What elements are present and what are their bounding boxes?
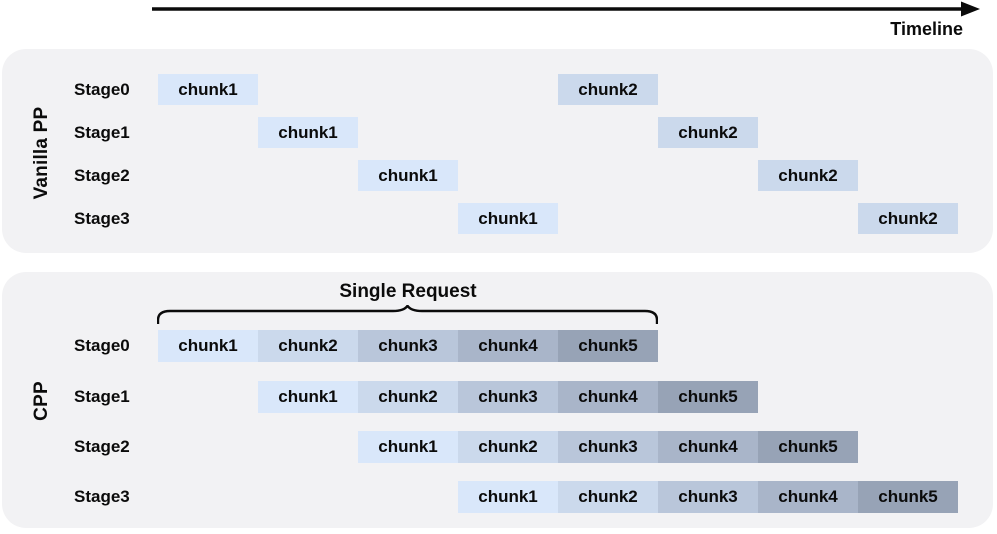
cpp-stage0-chunk: chunk2 bbox=[258, 330, 358, 362]
vanilla-pp-stage0-chunk: chunk2 bbox=[558, 74, 658, 105]
vanilla-pp-stage0-chunk: chunk1 bbox=[158, 74, 258, 105]
cpp-stage0-chunk: chunk4 bbox=[458, 330, 558, 362]
cpp-stage1-chunk: chunk4 bbox=[558, 381, 658, 413]
cpp-stage2-chunk: chunk1 bbox=[358, 431, 458, 463]
cpp-stage-label: Stage1 bbox=[74, 387, 130, 406]
vanilla-pp-stage3-chunk: chunk1 bbox=[458, 203, 558, 234]
cpp-stage3-chunk: chunk2 bbox=[558, 481, 658, 513]
cpp-stage3-chunk: chunk5 bbox=[858, 481, 958, 513]
cpp-stage0-chunk: chunk1 bbox=[158, 330, 258, 362]
cpp-stage2-chunk: chunk4 bbox=[658, 431, 758, 463]
cpp-stage-label: Stage3 bbox=[74, 487, 130, 506]
cpp-stage1-chunk: chunk5 bbox=[658, 381, 758, 413]
vanilla-pp-panel-label: Vanilla PP bbox=[31, 106, 52, 200]
cpp-stage0-chunk: chunk5 bbox=[558, 330, 658, 362]
cpp-stage1-chunk: chunk2 bbox=[358, 381, 458, 413]
cpp-stage-label: Stage2 bbox=[74, 437, 130, 456]
vanilla-pp-stage-label: Stage3 bbox=[74, 209, 130, 228]
cpp-stage1-chunk: chunk3 bbox=[458, 381, 558, 413]
vanilla-pp-stage-label: Stage2 bbox=[74, 166, 130, 185]
vanilla-pp-stage-label: Stage0 bbox=[74, 80, 130, 99]
cpp-stage2-chunk: chunk5 bbox=[758, 431, 858, 463]
cpp-stage2-chunk: chunk3 bbox=[558, 431, 658, 463]
cpp-stage0-chunk: chunk3 bbox=[358, 330, 458, 362]
cpp-stage3-chunk: chunk3 bbox=[658, 481, 758, 513]
cpp-stage1-chunk: chunk1 bbox=[258, 381, 358, 413]
vanilla-pp-stage2-chunk: chunk2 bbox=[758, 160, 858, 191]
cpp-stage-label: Stage0 bbox=[74, 336, 130, 355]
vanilla-pp-stage1-chunk: chunk2 bbox=[658, 117, 758, 148]
cpp-stage3-chunk: chunk4 bbox=[758, 481, 858, 513]
cpp-panel-label: CPP bbox=[31, 381, 52, 421]
vanilla-pp-stage1-chunk: chunk1 bbox=[258, 117, 358, 148]
vanilla-pp-stage2-chunk: chunk1 bbox=[358, 160, 458, 191]
cpp-stage2-chunk: chunk2 bbox=[458, 431, 558, 463]
vanilla-pp-stage3-chunk: chunk2 bbox=[858, 203, 958, 234]
single-request-label: Single Request bbox=[339, 281, 477, 302]
timeline-arrow bbox=[152, 1, 980, 17]
vanilla-pp-stage-label: Stage1 bbox=[74, 123, 130, 142]
single-request-brace-icon bbox=[157, 305, 658, 324]
cpp-stage3-chunk: chunk1 bbox=[458, 481, 558, 513]
arrowhead-icon bbox=[961, 1, 980, 17]
timeline-label: Timeline bbox=[890, 19, 963, 39]
